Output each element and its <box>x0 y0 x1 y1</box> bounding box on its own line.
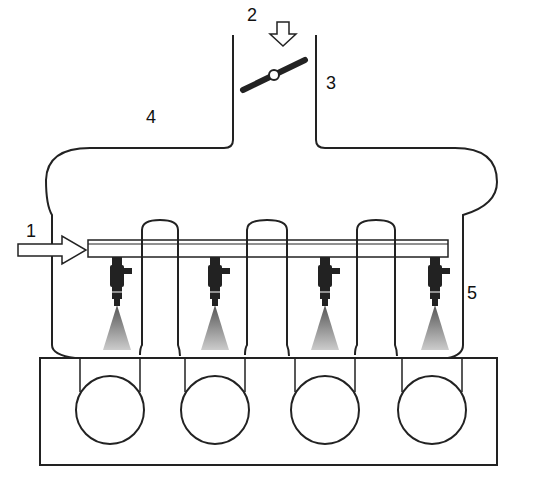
injector-body <box>320 287 330 299</box>
cylinder <box>181 376 249 444</box>
injector-body <box>318 265 332 287</box>
fuel-spray <box>103 305 131 350</box>
injector-seat <box>320 257 330 265</box>
injector-connector <box>220 268 230 274</box>
injector-nozzle <box>114 299 120 306</box>
injector-body <box>210 287 220 299</box>
fuel-rail <box>88 240 448 257</box>
injector-body <box>112 287 122 299</box>
injectors <box>103 257 450 350</box>
injector-nozzle <box>432 299 438 306</box>
injector-body <box>110 265 124 287</box>
injector-connector <box>330 268 340 274</box>
callout-number: 1 <box>26 222 36 240</box>
injector-ring <box>111 292 123 293</box>
injector-seat <box>210 257 220 265</box>
injector-seat <box>430 257 440 265</box>
callout-number: 4 <box>146 108 156 126</box>
cylinder <box>76 376 144 444</box>
fuel-spray <box>311 305 339 350</box>
fuel-spray <box>421 305 449 350</box>
injector-body <box>208 265 222 287</box>
callout-number: 2 <box>247 6 257 24</box>
throttle-valve <box>243 60 305 90</box>
callout-number: 5 <box>467 284 477 302</box>
injector-ring <box>209 292 221 293</box>
injector-nozzle <box>322 299 328 306</box>
injector-connector <box>122 268 132 274</box>
injector-body <box>428 265 442 287</box>
injector-ring <box>429 292 441 293</box>
fuel-inlet-arrow <box>18 236 86 264</box>
injector-ring <box>319 292 331 293</box>
injector-connector <box>440 268 450 274</box>
callout-number: 3 <box>326 74 336 92</box>
injector-nozzle <box>212 299 218 306</box>
port-lines <box>80 358 462 392</box>
injector-body <box>430 287 440 299</box>
manifold-left-wall <box>46 35 233 358</box>
injector-seat <box>112 257 122 265</box>
cylinder <box>398 376 466 444</box>
cylinder <box>291 376 359 444</box>
engine-block <box>40 358 497 465</box>
fuel-spray <box>201 305 229 350</box>
air-inlet-arrow <box>270 22 296 46</box>
fuel-rail-inner <box>88 244 448 245</box>
manifold-right-wall <box>316 35 497 358</box>
